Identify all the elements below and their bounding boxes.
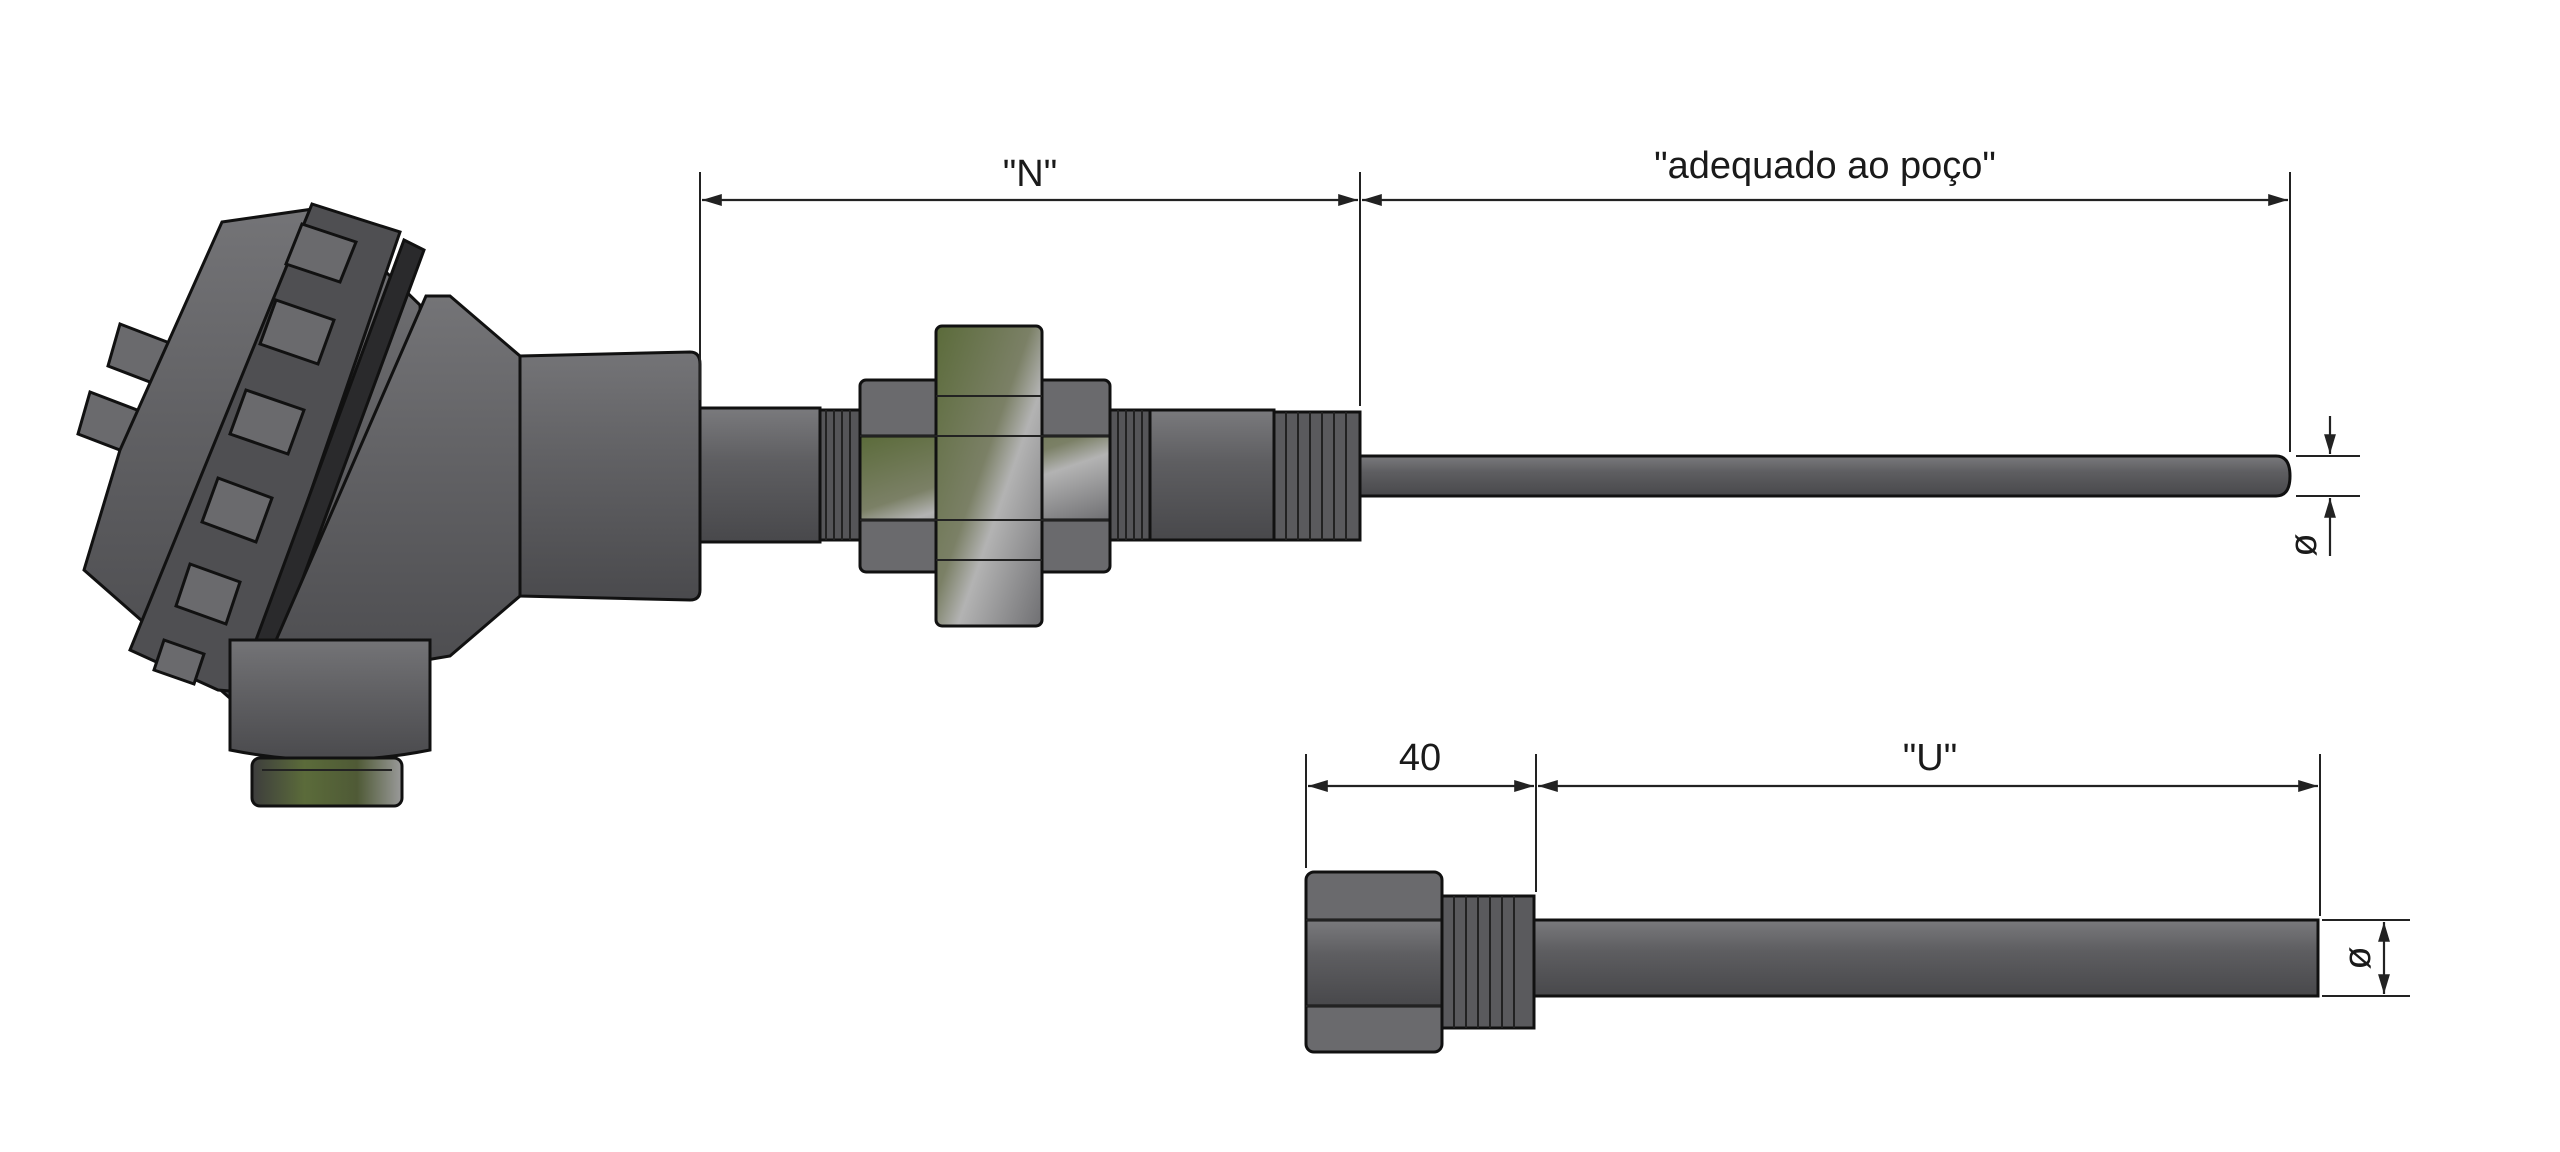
thermocouple-assembly <box>76 202 2292 808</box>
dimension-u: "U" <box>1538 737 2321 916</box>
thermowell-thread <box>1440 894 1536 1030</box>
dimension-u-label: "U" <box>1903 737 1957 779</box>
dimension-40-label: 40 <box>1399 737 1441 779</box>
dimension-n-label: "N" <box>1003 153 1057 195</box>
union-nut <box>858 324 1112 628</box>
thermowell-tube <box>1532 918 2320 998</box>
connection-head-body <box>228 294 702 808</box>
dimension-shoulder: 40 <box>1305 737 1537 892</box>
dimension-n: "N" <box>699 153 1361 406</box>
extension-pipe-right <box>1148 408 1276 542</box>
probe-sheath <box>1358 454 2292 498</box>
process-thread <box>1272 410 1362 542</box>
thread-right <box>1108 408 1152 542</box>
thermowell <box>1304 870 2320 1054</box>
thread-left <box>818 408 862 542</box>
extension-pipe-left <box>698 406 822 544</box>
dimension-diameter-top: ø <box>2283 416 2360 557</box>
dimension-suitable-length: "adequado ao poço" <box>1362 145 2291 452</box>
diameter-bottom-label: ø <box>2337 946 2379 969</box>
diameter-top-label: ø <box>2283 533 2325 556</box>
thermowell-hex <box>1304 870 1444 1054</box>
dimension-diameter-bottom: ø <box>2322 919 2410 997</box>
dimension-suitable-label: "adequado ao poço" <box>1654 145 1996 187</box>
